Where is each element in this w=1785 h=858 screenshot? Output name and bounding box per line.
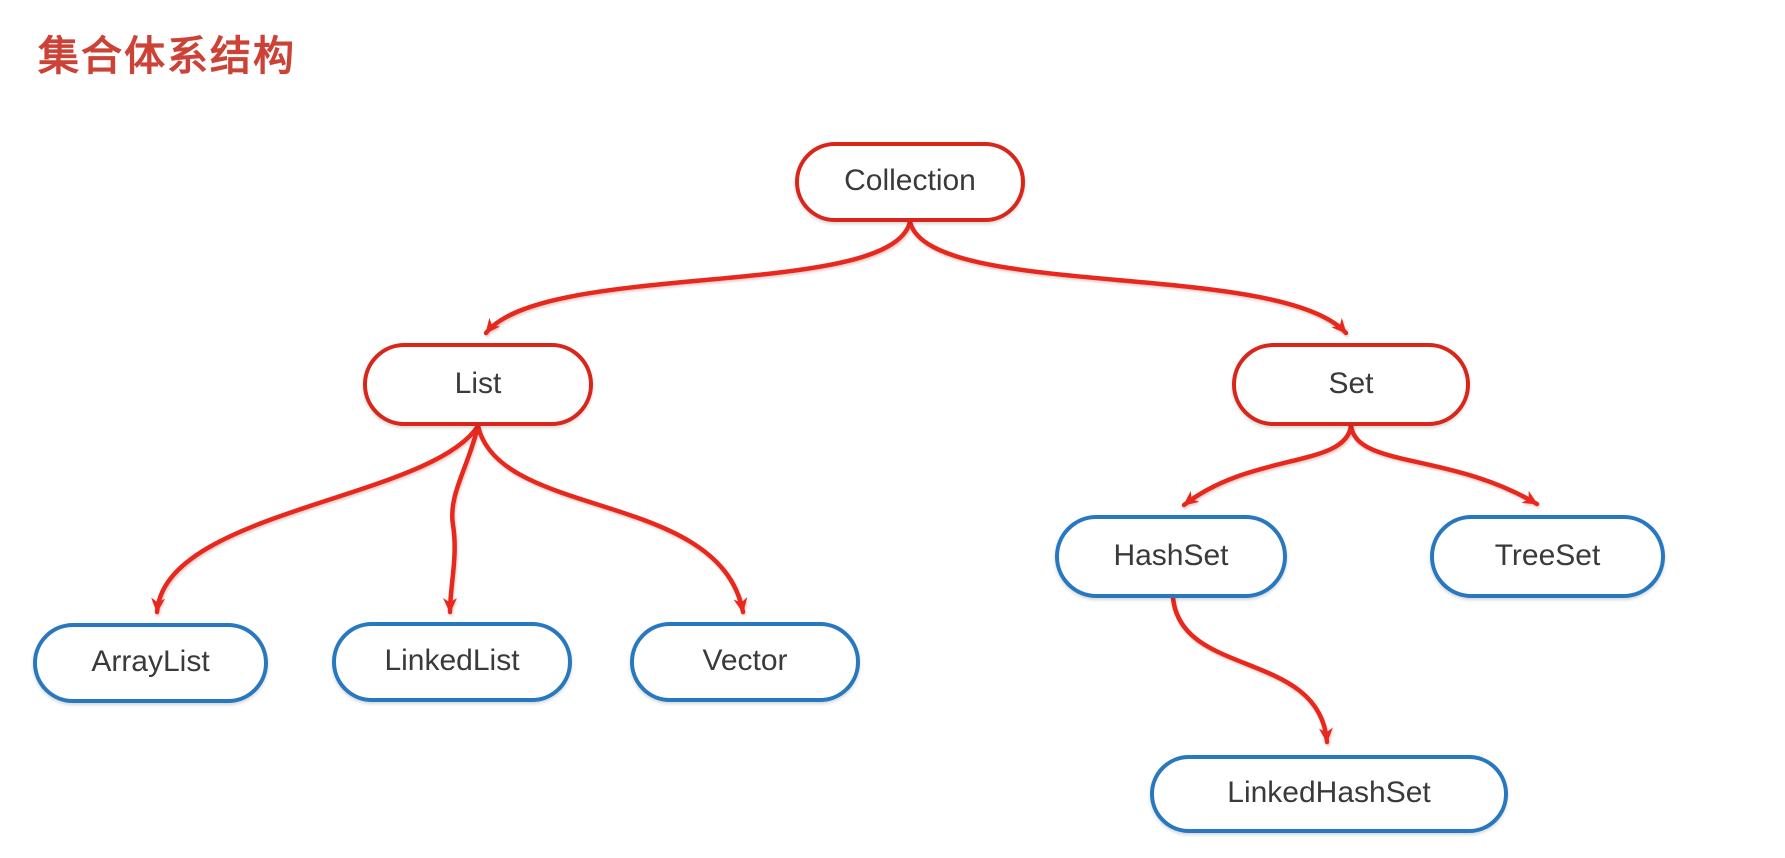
node-label-hashset: HashSet	[1113, 538, 1229, 572]
edge-set-to-treeset	[1348, 423, 1540, 507]
node-vector: Vector	[630, 622, 860, 702]
edge-hashset-to-linkedhashset	[1170, 595, 1333, 745]
page-title: 集合体系结构	[38, 33, 296, 79]
node-linkedhashset: LinkedHashSet	[1150, 755, 1508, 833]
node-label-collection: Collection	[844, 164, 976, 197]
edge-collection-to-list	[483, 219, 913, 336]
node-label-list: List	[454, 366, 502, 400]
node-treeset: TreeSet	[1430, 515, 1665, 598]
node-list: List	[363, 343, 593, 426]
node-hashset: HashSet	[1055, 515, 1287, 598]
node-label-arraylist: ArrayList	[91, 645, 210, 678]
edge-set-to-hashset	[1181, 423, 1354, 508]
node-label-linkedlist: LinkedList	[384, 644, 520, 677]
edge-collection-to-set	[907, 219, 1349, 336]
node-label-linkedhashset: LinkedHashSet	[1227, 776, 1431, 809]
edge-list-to-linkedlist	[443, 423, 481, 615]
edge-list-to-vector	[475, 423, 748, 615]
edge-list-to-arraylist	[151, 423, 481, 615]
node-label-vector: Vector	[702, 644, 788, 677]
node-collection: Collection	[795, 142, 1025, 222]
node-label-treeset: TreeSet	[1494, 538, 1601, 572]
node-arraylist: ArrayList	[33, 623, 268, 703]
node-linkedlist: LinkedList	[332, 622, 572, 702]
node-set: Set	[1232, 343, 1470, 426]
node-label-set: Set	[1328, 366, 1374, 400]
